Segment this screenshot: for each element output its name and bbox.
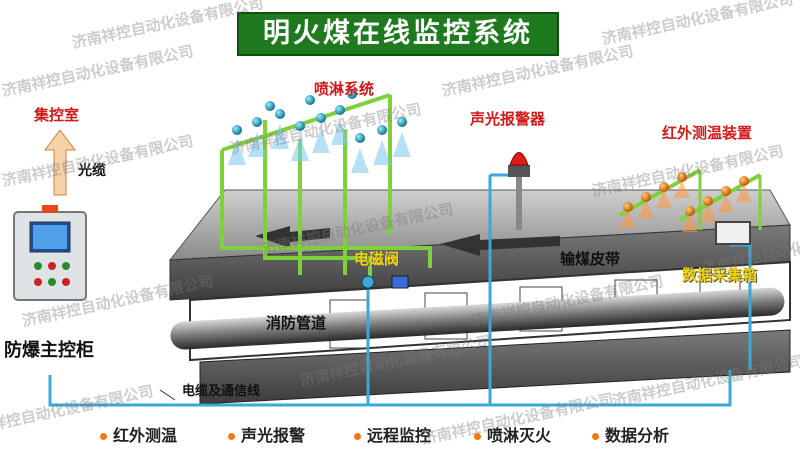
optical-cable-label: 光缆	[78, 163, 106, 179]
data-acquisition-box	[715, 221, 751, 245]
bullet-icon	[354, 433, 361, 440]
control-room-label: 集控室	[34, 106, 80, 124]
legend-item: 喷淋灭火	[474, 422, 551, 446]
conveyor-belt-label: 输煤皮带	[560, 250, 621, 268]
ir-sensors	[619, 168, 762, 232]
up-arrow-icon	[44, 129, 76, 196]
solenoid-valve-icon	[361, 275, 409, 289]
explosion-proof-cabinet	[13, 205, 87, 301]
feature-legend: 红外测温 声光报警 远程监控 喷淋灭火 数据分析	[0, 422, 800, 446]
legend-item: 数据分析	[592, 422, 669, 446]
bullet-icon	[474, 433, 481, 440]
spray-nozzles	[228, 89, 411, 173]
legend-item: 声光报警	[228, 422, 305, 446]
alarm-beacon-icon	[508, 152, 530, 230]
page-title: 明火煤在线监控系统	[237, 12, 559, 56]
legend-item: 红外测温	[100, 422, 177, 446]
cabinet-label: 防爆主控柜	[4, 340, 94, 361]
power-comm-line-label: 电缆及通信线	[182, 384, 261, 399]
bullet-icon	[592, 433, 599, 440]
bullet-icon	[228, 433, 235, 440]
solenoid-valve-label: 电磁阀	[354, 250, 400, 268]
ir-temp-device-label: 红外测温装置	[662, 124, 753, 142]
fire-pipe-label: 消防管道	[266, 314, 327, 332]
data-box-label: 数据采集箱	[682, 266, 758, 284]
spray-system-label: 喷淋系统	[314, 80, 375, 98]
spray-pipes	[220, 93, 432, 278]
conveyor-frame	[168, 189, 791, 405]
bullet-icon	[100, 433, 107, 440]
legend-item: 远程监控	[354, 422, 431, 446]
alarm-label: 声光报警器	[470, 110, 546, 128]
